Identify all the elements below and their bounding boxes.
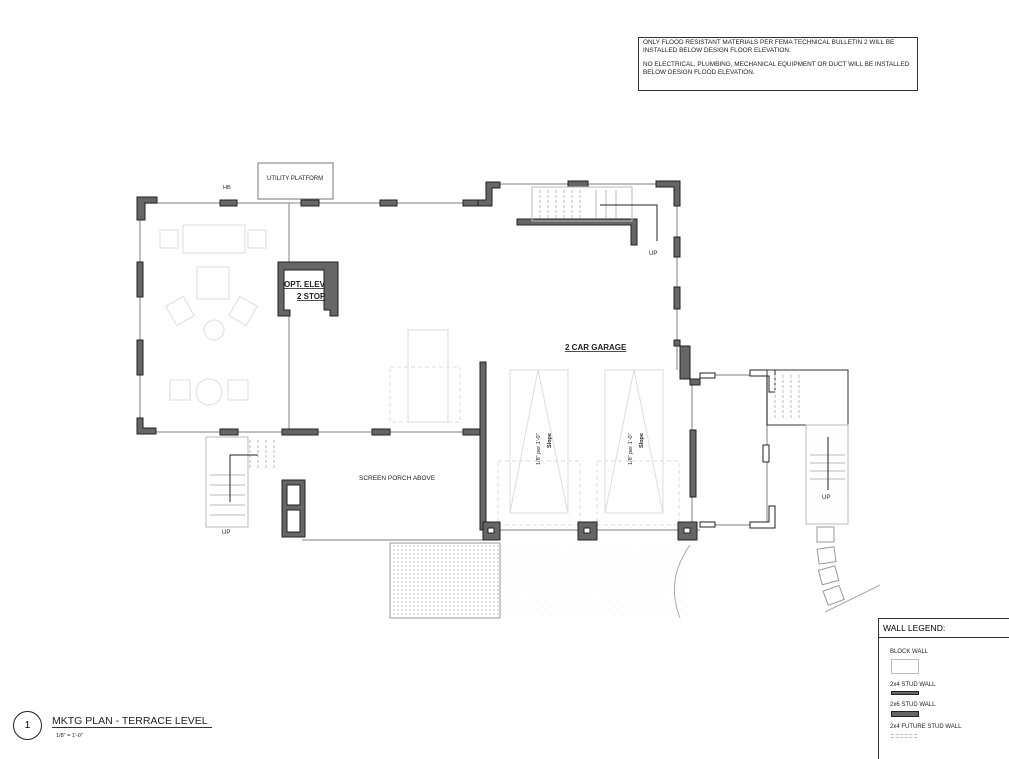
flood-notes: ONLY FLOOD RESISTANT MATERIALS PER FEMA … xyxy=(638,37,918,91)
patio xyxy=(389,542,501,619)
2x4-wall-swatch xyxy=(891,691,919,695)
elevator-stops-label: 2 STOP xyxy=(297,292,326,301)
openings xyxy=(286,369,776,534)
legend-title: WALL LEGEND: xyxy=(879,619,1009,638)
wall-legend: WALL LEGEND: BLOCK WALL 2x4 STUD WALL 2x… xyxy=(878,618,1009,759)
future-wall-swatch xyxy=(891,734,917,738)
garage-label: 2 CAR GARAGE xyxy=(565,343,627,352)
stepping-stones xyxy=(816,526,845,606)
up-arrows xyxy=(229,204,829,502)
note-1: ONLY FLOOD RESISTANT MATERIALS PER FEMA … xyxy=(643,39,895,54)
utility-platform xyxy=(257,162,334,200)
up-label: UP xyxy=(649,251,657,257)
hose-bib-label: HB xyxy=(223,185,231,191)
block-wall-swatch xyxy=(891,659,919,674)
drawing-scale: 1/8" = 1'-0" xyxy=(56,733,83,739)
block-walls xyxy=(136,180,701,541)
drawing-number: 1 xyxy=(13,711,42,740)
2x6-wall-swatch xyxy=(891,711,919,717)
elevator-label: OPT. ELEV xyxy=(284,280,326,289)
furniture xyxy=(159,224,680,526)
note-2: NO ELECTRICAL, PLUMBING, MECHANICAL EQUI… xyxy=(643,61,910,76)
slope-note: 1/8" per 1'-0" xyxy=(536,433,542,465)
slope-label: Slope xyxy=(547,433,553,448)
up-label: UP xyxy=(822,495,830,501)
legend-2x6-wall: 2x6 STUD WALL xyxy=(890,702,936,708)
landscape-curve xyxy=(673,544,881,619)
slope-note: 1/8" per 1'-0" xyxy=(628,433,634,465)
screen-porch-label: SCREEN PORCH ABOVE xyxy=(359,475,436,482)
utility-platform-label: UTILITY PLATFORM xyxy=(267,176,323,182)
legend-future-wall: 2x4 FUTURE STUD WALL xyxy=(890,724,962,730)
legend-2x4-wall: 2x4 STUD WALL xyxy=(890,682,936,688)
stairs xyxy=(205,186,849,528)
slope-label: Slope xyxy=(639,433,645,448)
driveway xyxy=(500,543,690,618)
legend-block-wall: BLOCK WALL xyxy=(890,649,929,655)
up-label: UP xyxy=(222,530,230,536)
drawing-title: MKTG PLAN - TERRACE LEVEL xyxy=(52,715,212,728)
